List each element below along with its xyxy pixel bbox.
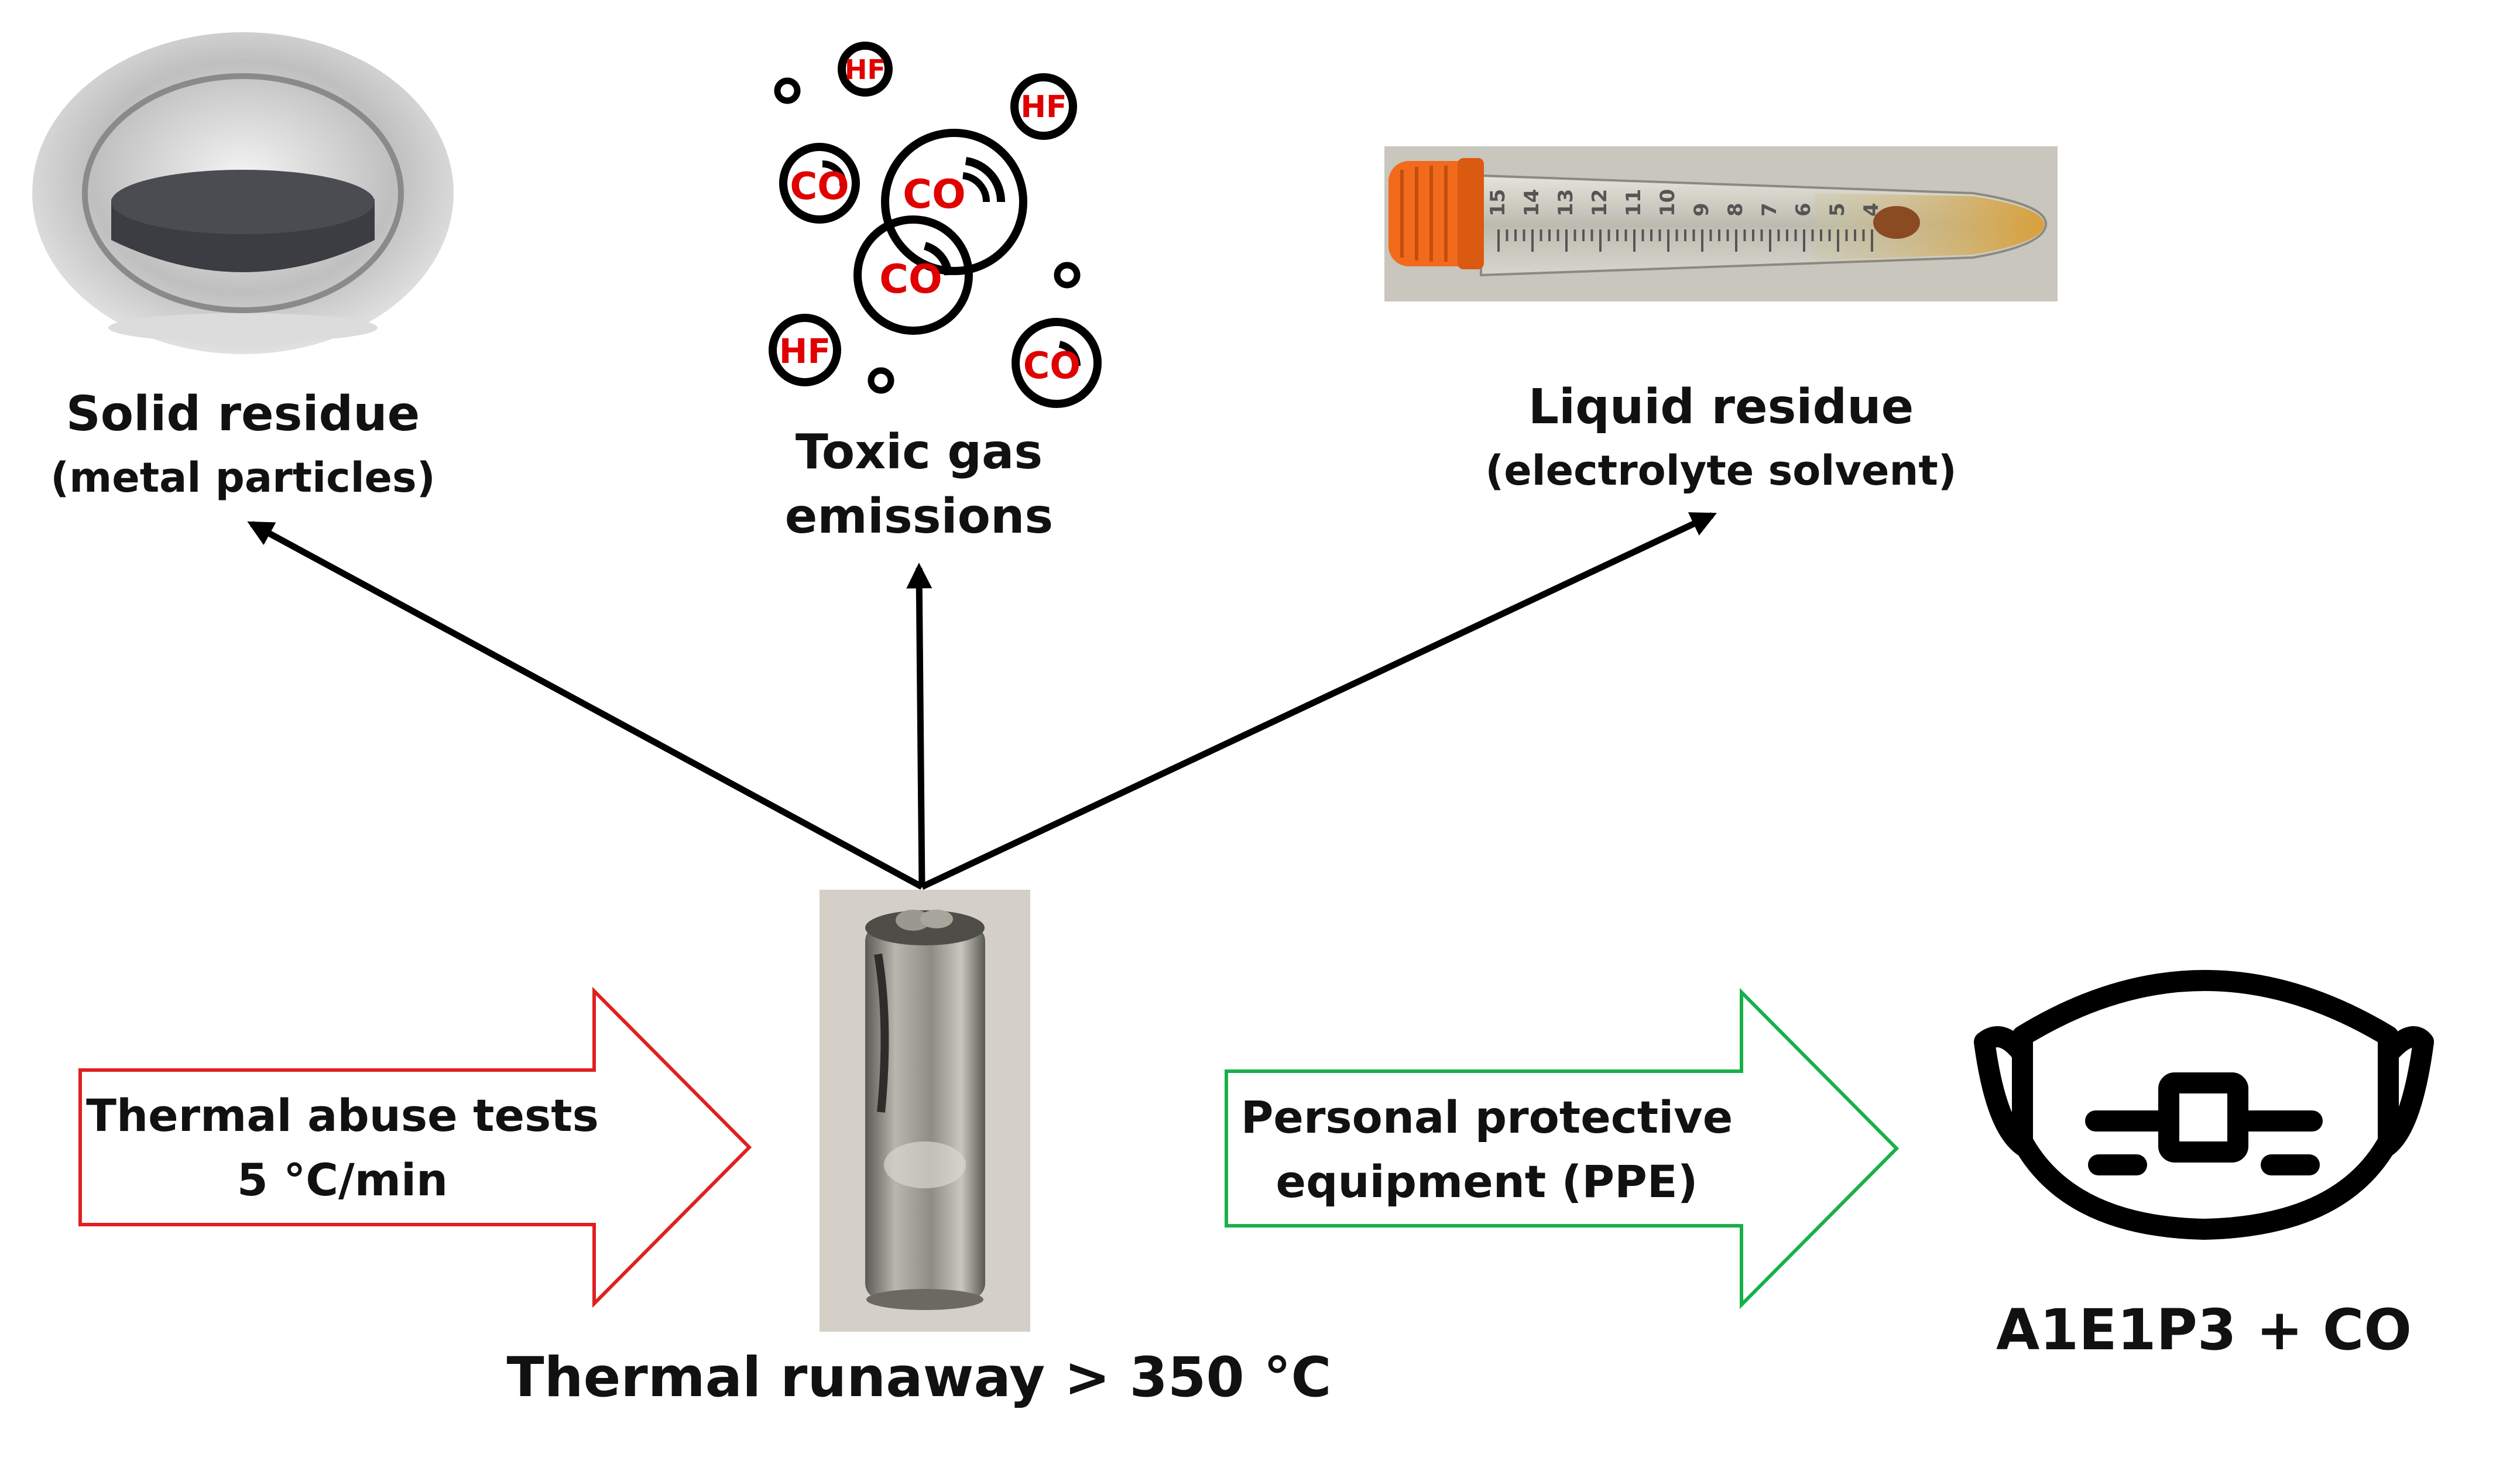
mask-caption: A1E1P3 + CO xyxy=(1996,1297,2412,1363)
ppe-line1: Personal protective xyxy=(1241,1091,1733,1143)
battery-cell-photo xyxy=(820,890,1030,1332)
thermal-abuse-line2: 5 °C/min xyxy=(237,1154,448,1206)
gas-bubble-icon: HF xyxy=(838,42,893,97)
arrow-to-liquid xyxy=(920,512,1717,890)
tube-mark-label: 12 xyxy=(1588,189,1612,217)
gas-bubble-icon: CO xyxy=(881,129,1027,275)
gas-bubble-icon: CO xyxy=(779,143,860,224)
liquid-residue-subtitle: (electrolyte solvent) xyxy=(1485,447,1957,495)
gas-label: CO xyxy=(790,165,849,208)
tube-mark-label: 10 xyxy=(1656,189,1679,217)
tube-mark-label: 7 xyxy=(1758,203,1781,217)
tube-mark-label: 11 xyxy=(1622,189,1645,217)
small-bubble-icon xyxy=(774,77,801,104)
tube-mark-label: 9 xyxy=(1690,203,1713,217)
thermal-abuse-line1: Thermal abuse tests xyxy=(86,1089,599,1141)
tube-mark-label: 8 xyxy=(1724,203,1747,217)
gas-label: CO xyxy=(903,172,966,218)
small-bubble-icon xyxy=(868,367,894,394)
liquid-residue-title: Liquid residue xyxy=(1528,379,1914,435)
small-bubble-icon xyxy=(1054,262,1081,289)
toxic-gas-line1: Toxic gas xyxy=(796,424,1043,480)
toxic-gas-line2: emissions xyxy=(785,489,1053,544)
ppe-line2: equipment (PPE) xyxy=(1276,1156,1698,1208)
solid-residue-subtitle: (metal particles) xyxy=(50,454,435,502)
gas-label: HF xyxy=(779,331,831,371)
gas-bubble-icon: HF xyxy=(769,314,841,386)
tube-cap xyxy=(1388,158,1484,269)
arrow-to-gas xyxy=(906,563,932,887)
gas-bubble-icon: CO xyxy=(1012,318,1102,408)
thermal-abuse-arrow: Thermal abuse tests 5 °C/min xyxy=(78,986,752,1308)
gas-bubble-icon: CO xyxy=(853,215,973,335)
arrow-to-solid xyxy=(247,521,924,890)
tube-mark-label: 13 xyxy=(1554,189,1578,217)
tube-mark-label: 6 xyxy=(1792,203,1815,217)
tube-mark-label: 15 xyxy=(1486,189,1510,217)
gas-label: CO xyxy=(1023,344,1081,387)
tube-mark-label: 14 xyxy=(1520,189,1544,217)
respirator-mask-icon xyxy=(1974,970,2434,1240)
gas-label: HF xyxy=(1020,90,1067,125)
gas-label: HF xyxy=(845,54,886,85)
tube-mark-label: 4 xyxy=(1860,203,1883,217)
gas-bubble-icon: HF xyxy=(1010,73,1077,140)
petri-dish-photo xyxy=(32,32,454,354)
ppe-arrow: Personal protective equipment (PPE) xyxy=(1225,988,1900,1309)
thermal-runaway-caption: Thermal runaway > 350 °C xyxy=(507,1346,1332,1410)
solid-residue-title: Solid residue xyxy=(66,386,420,442)
tube-mark-label: 5 xyxy=(1826,203,1849,217)
gas-label: CO xyxy=(879,256,942,303)
output-arrows xyxy=(247,512,1717,890)
gas-bubbles: HF HF CO CO CO HF CO xyxy=(769,42,1102,408)
